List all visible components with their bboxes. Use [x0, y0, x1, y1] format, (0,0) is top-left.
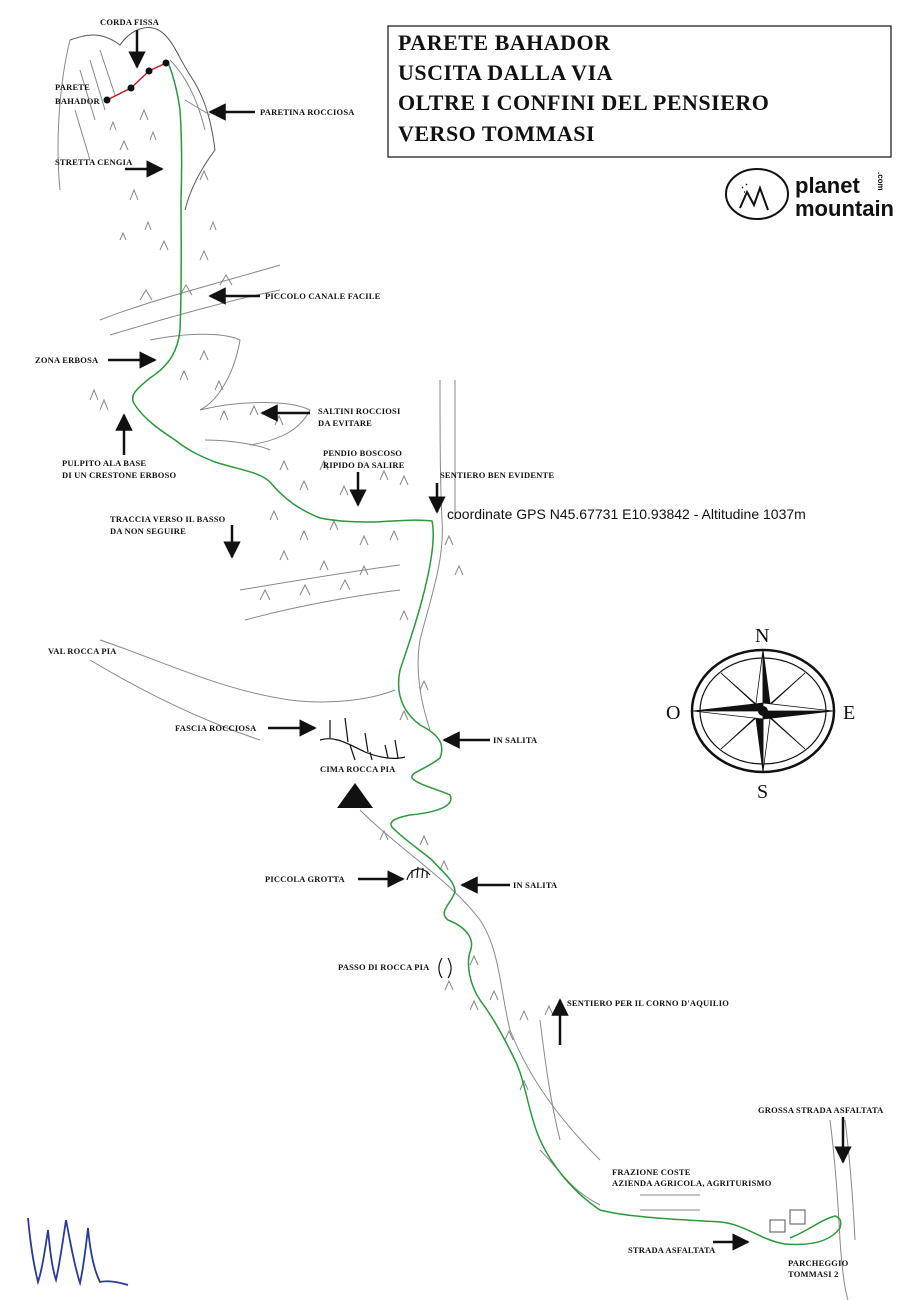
- label-grossa-strada: GROSSA STRADA ASFALTATA: [758, 1105, 884, 1115]
- label-paretina-rocciosa: PARETINA ROCCIOSA: [260, 107, 355, 117]
- label-in-salita-1: IN SALITA: [493, 735, 538, 745]
- fixed-rope: [103, 59, 170, 104]
- label-pendio-1: PENDIO BOSCOSO: [323, 448, 402, 458]
- label-frazione-2: AZIENDA AGRICOLA, AGRITURISMO: [612, 1178, 772, 1188]
- terrain-sketch: [57, 27, 856, 1300]
- title-box: PARETE BAHADOR USCITA DALLA VIA OLTRE I …: [387, 25, 892, 158]
- author-signature: [27, 1217, 129, 1287]
- label-pulpito-1: PULPITO ALA BASE: [62, 458, 146, 468]
- label-passo-rocca-pia: PASSO DI ROCCA PIA: [338, 962, 430, 972]
- planetmountain-logo: planet mountain .com: [725, 168, 894, 221]
- label-parete: PARETE: [55, 82, 90, 92]
- label-zona-erbosa: ZONA ERBOSA: [35, 355, 99, 365]
- map-labels: CORDA FISSA PARETE BAHADOR PARETINA ROCC…: [35, 17, 884, 1279]
- compass-west: O: [666, 702, 680, 724]
- label-piccolo-canale: PICCOLO CANALE FACILE: [265, 291, 381, 301]
- pass-icon: [438, 957, 452, 979]
- gps-coordinates: coordinate GPS N45.67731 E10.93842 - Alt…: [447, 506, 806, 522]
- summit-triangle-icon: [337, 783, 373, 808]
- title-line-1: PARETE BAHADOR: [398, 30, 611, 55]
- compass-rose: N S O E: [666, 625, 855, 803]
- label-val-rocca-pia: VAL ROCCA PIA: [48, 646, 117, 656]
- label-frazione-1: FRAZIONE COSTE: [612, 1167, 691, 1177]
- label-cima-rocca-pia: CIMA ROCCA PIA: [320, 764, 396, 774]
- label-bahador: BAHADOR: [55, 96, 101, 106]
- label-parcheggio-1: PARCHEGGIO: [788, 1258, 849, 1268]
- label-piccola-grotta: PICCOLA GROTTA: [265, 874, 346, 884]
- title-line-2: USCITA DALLA VIA: [398, 60, 613, 85]
- label-corda-fissa: CORDA FISSA: [100, 17, 160, 27]
- label-traccia-1: TRACCIA VERSO IL BASSO: [110, 514, 226, 524]
- label-pulpito-2: DI UN CRESTONE ERBOSO: [62, 470, 177, 480]
- label-in-salita-2: IN SALITA: [513, 880, 558, 890]
- label-fascia-rocciosa: FASCIA ROCCIOSA: [175, 723, 257, 733]
- label-sentiero-evidente: SENTIERO BEN EVIDENTE: [440, 470, 554, 480]
- pointer-arrows: [108, 30, 852, 1251]
- label-stretta-cengia: STRETTA CENGIA: [55, 157, 133, 167]
- compass-north: N: [755, 625, 769, 647]
- label-sentiero-corno: SENTIERO PER IL CORNO D'AQUILIO: [567, 998, 729, 1008]
- label-strada-asfaltata: STRADA ASFALTATA: [628, 1245, 716, 1255]
- title-line-4: VERSO TOMMASI: [398, 121, 595, 146]
- compass-east: E: [843, 702, 855, 724]
- compass-south: S: [757, 781, 768, 803]
- label-pendio-2: RIPIDO DA SALIRE: [323, 460, 405, 470]
- logo-word-mountain: mountain: [795, 196, 894, 221]
- label-saltini-1: SALTINI ROCCIOSI: [318, 406, 401, 416]
- fascia-rocciosa-drawing: [319, 717, 406, 761]
- label-parcheggio-2: TOMMASI 2: [788, 1269, 839, 1279]
- logo-word-planet: planet: [795, 173, 860, 198]
- logo-suffix: .com: [876, 172, 885, 191]
- title-line-3: OLTRE I CONFINI DEL PENSIERO: [398, 90, 769, 115]
- label-traccia-2: DA NON SEGUIRE: [110, 526, 186, 536]
- route-line: [131, 61, 842, 1246]
- label-saltini-2: DA EVITARE: [318, 418, 372, 428]
- cave-icon: [406, 866, 431, 881]
